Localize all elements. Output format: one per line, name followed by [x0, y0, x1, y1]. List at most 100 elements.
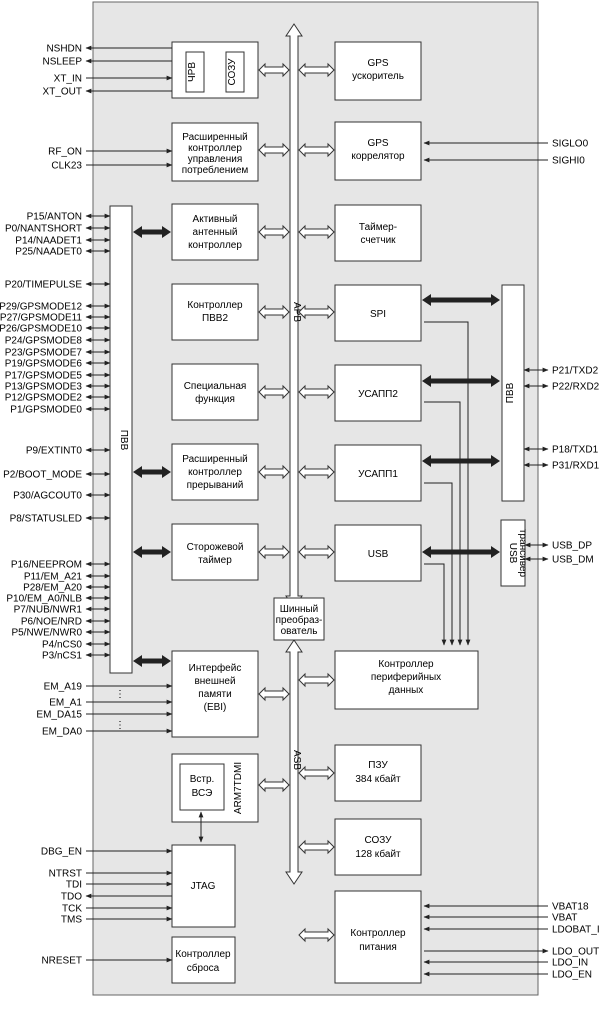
bus-link-arrow [258, 777, 290, 793]
svg-text:GPS: GPS [367, 58, 388, 69]
thick-link-arrow [133, 226, 171, 238]
ram-block: СОЗУ 128 кбайт [334, 818, 422, 876]
left-pin-label: XT_IN [54, 74, 82, 85]
thick-link-arrow [422, 455, 500, 467]
left-pin-label: P1/GPSMODE0 [10, 405, 82, 416]
left-pin-label: P4/nCS0 [42, 640, 82, 651]
left-pin-label: XT_OUT [43, 87, 82, 98]
pvv-left-label: ПВВ [118, 430, 129, 451]
left-pin-label: NSLEEP [43, 57, 83, 68]
svg-text:ВСЭ: ВСЭ [192, 788, 213, 799]
thick-link-arrow [422, 546, 500, 558]
left-pin-label: EM_A1 [49, 698, 82, 709]
usb-transceiver-block [500, 519, 526, 587]
left-pin-label: P24/GPSMODE8 [5, 336, 83, 347]
dma-feeders [424, 321, 471, 646]
asb-label: ASB [291, 750, 302, 770]
left-pin-label: P12/GPSMODE2 [5, 393, 83, 404]
thick-link-arrow [422, 375, 500, 387]
svg-text:JTAG: JTAG [191, 881, 216, 892]
gps-accelerator-block: GPS ускоритель [334, 41, 422, 101]
ebi-block: Интерфейс внешней памяти (EBI) [171, 650, 259, 738]
svg-text:периферийных: периферийных [371, 671, 441, 683]
svg-text:128 кбайт: 128 кбайт [355, 848, 401, 860]
right-pin-label: P22/RXD2 [552, 382, 600, 393]
pvv-right-bar [501, 284, 525, 502]
ext-power-ctrl-block: Расширенный контроллер управления потреб… [171, 122, 259, 182]
right-pin-label: LDOBAT_IN [552, 925, 600, 936]
svg-text:Контроллер: Контроллер [378, 659, 434, 670]
left-pin-label: TDI [66, 880, 82, 891]
bus-link-arrow [298, 839, 335, 855]
power-ctrl-block: Контроллер питания [334, 890, 422, 984]
right-pin-label: P18/TXD1 [552, 445, 599, 456]
left-pin-label: P14/NAADET1 [15, 236, 82, 247]
left-pin-label: P8/STATUSLED [10, 514, 82, 525]
left-pin-label: P26/GPSMODE10 [0, 324, 82, 335]
svg-text:ПВВ2: ПВВ2 [202, 313, 229, 324]
bus-link-arrow [258, 464, 290, 480]
bus-link-arrow [298, 304, 335, 320]
clock-ram-block: ЧРВ СОЗУ [171, 41, 259, 99]
gps-correlator-block: GPS коррелятор [334, 121, 422, 181]
left-pin-label: P25/NAADET0 [15, 247, 82, 258]
svg-text:УСАПП1: УСАПП1 [358, 469, 398, 480]
left-pin-label: CLK23 [51, 161, 82, 172]
watchdog-block: Сторожевой таймер [171, 523, 259, 581]
chip-body [92, 1, 539, 996]
svg-text:USB: USB [368, 549, 389, 560]
bus-link-arrow [258, 62, 290, 78]
svg-text:питания: питания [359, 942, 397, 953]
bus-link-arrow [298, 142, 335, 158]
left-pin-label: P0/NANTSHORT [5, 224, 82, 235]
right-pin-label: SIGLO0 [552, 139, 589, 150]
rom-block: ПЗУ 384 кбайт [334, 744, 422, 802]
bus-link-arrow [298, 464, 335, 480]
timer-counter-block: Таймер- счетчик [334, 204, 422, 262]
left-pin-label: NSHDN [46, 44, 82, 55]
bus-link-arrow [258, 224, 290, 240]
bus-link-arrow [298, 927, 335, 943]
thick-link-arrow [133, 655, 171, 667]
svg-text:контроллер: контроллер [188, 467, 242, 478]
left-pin-label: P5/NWE/NWR0 [11, 628, 82, 639]
pin-connections: NSHDNNSLEEPXT_INXT_OUTRF_ONCLK23P15/ANTO… [0, 44, 600, 981]
left-pin-label: EM_A19 [44, 682, 83, 693]
left-pin-label: TMS [61, 915, 82, 926]
left-pin-label: P17/GPSMODE5 [5, 371, 83, 382]
left-pin-label: P19/GPSMODE6 [5, 359, 83, 370]
svg-text:(EBI): (EBI) [204, 702, 227, 713]
svg-text:Встр.: Встр. [190, 774, 215, 785]
thick-connections [133, 226, 500, 667]
thick-link-arrow [133, 466, 171, 478]
svg-text:коррелятор: коррелятор [351, 151, 405, 162]
apb-label: APB [291, 302, 302, 322]
svg-text:контроллер: контроллер [188, 143, 242, 154]
svg-text:счетчик: счетчик [360, 235, 396, 246]
ebi-ellipsis-bottom: ⋮ [115, 720, 125, 731]
right-pin-label: VBAT [552, 913, 577, 924]
svg-text:памяти: памяти [198, 689, 231, 700]
svg-text:Контроллер: Контроллер [187, 300, 243, 311]
right-pin-label: P21/TXD2 [552, 366, 599, 377]
right-pin-label: SIGHI0 [552, 156, 585, 167]
left-pin-label: P9/EXTINT0 [26, 446, 83, 457]
left-pin-label: P27/GPSMODE11 [0, 313, 82, 324]
left-pin-label: P16/NEEPROM [11, 560, 82, 571]
special-function-block: Специальная функция [171, 363, 259, 421]
left-pin-label: P7/NUB/NWR1 [14, 605, 83, 616]
usb-block: USB [334, 524, 422, 582]
svg-text:SPI: SPI [370, 309, 386, 320]
reset-ctrl-block: Контроллер сброса [171, 936, 236, 984]
bus-link-arrow [258, 544, 290, 560]
pvv-left-bar [109, 205, 133, 674]
left-pin-label: RF_ON [48, 147, 82, 158]
left-pin-label: P3/nCS1 [42, 651, 82, 662]
bus-link-arrow [258, 686, 290, 702]
right-pin-label: LDO_EN [552, 970, 592, 981]
svg-text:Сторожевой: Сторожевой [187, 542, 244, 553]
svg-text:Специальная: Специальная [184, 381, 247, 392]
antenna-ctrl-block: Активный антенный контроллер [171, 203, 259, 261]
left-pin-label: P23/GPSMODE7 [5, 348, 83, 359]
svg-text:прерываний: прерываний [187, 480, 244, 491]
